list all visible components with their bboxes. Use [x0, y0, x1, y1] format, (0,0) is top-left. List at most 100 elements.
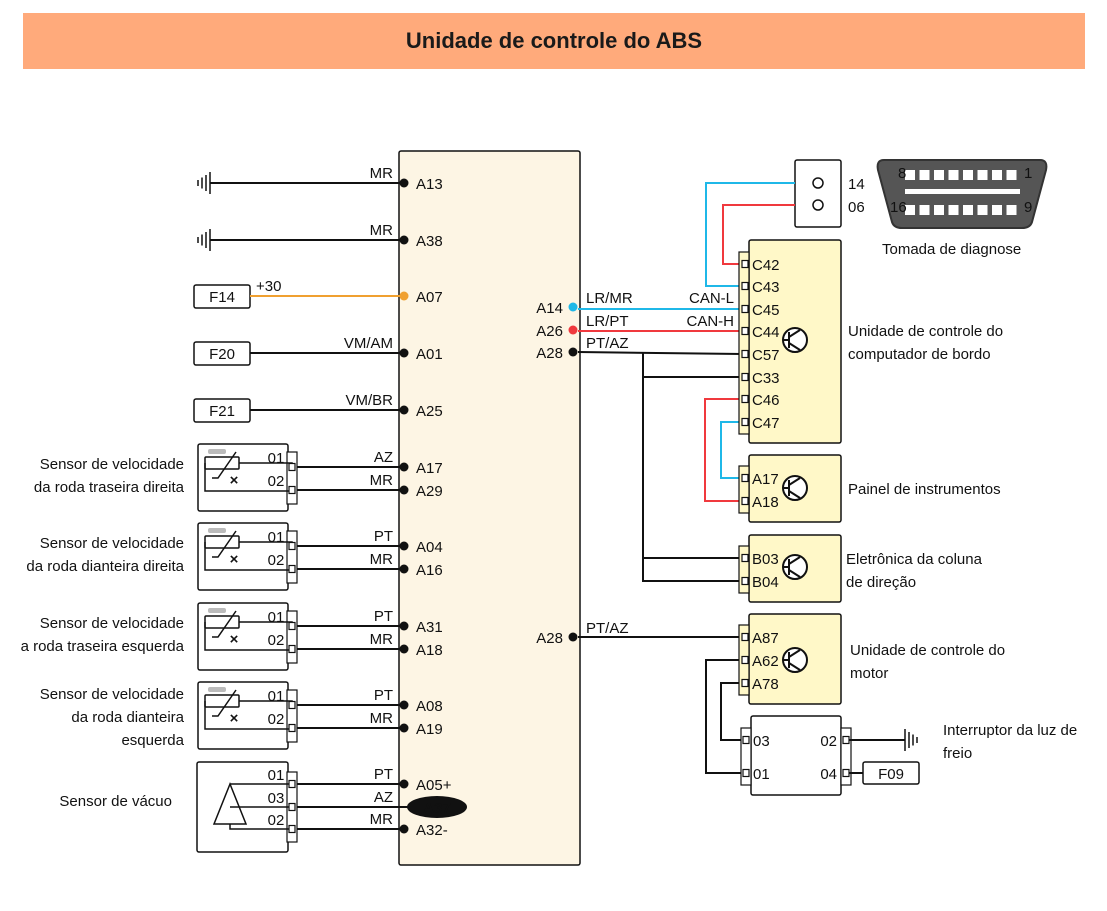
- plug-pin: [812, 177, 824, 189]
- brake-switch-wire: [705, 659, 746, 774]
- connector-pin: [741, 417, 749, 427]
- module-pin-label: C46: [752, 392, 780, 409]
- module-pin-label: C42: [752, 257, 780, 274]
- pin-dot: [399, 644, 409, 654]
- module-label: freio: [943, 745, 972, 762]
- can-high-wire: [704, 398, 742, 502]
- obd-pin: [963, 205, 973, 215]
- obd-pin-number: 9: [1024, 199, 1032, 216]
- connector-pin: [288, 621, 296, 631]
- pin-dot: [399, 235, 409, 245]
- ecu-pin-label: A38: [416, 233, 443, 250]
- ecu-pin-label: A07: [416, 289, 443, 306]
- obd-pin: [919, 205, 930, 215]
- sensor-label: a roda traseira esquerda: [21, 638, 185, 655]
- pin-dot: [399, 824, 409, 834]
- sensor-element-icon: [204, 456, 240, 470]
- ecu-pin-label: A19: [416, 721, 443, 738]
- pin-dot: [399, 779, 409, 789]
- connector-pin: [741, 394, 749, 404]
- connector-pin: [288, 824, 296, 834]
- connector-pin: [741, 326, 749, 336]
- transistor-icon: [788, 490, 801, 499]
- module-pin-label: C43: [752, 279, 780, 296]
- connector-pin: [288, 723, 296, 733]
- connector-pin: [288, 485, 296, 495]
- module-label: motor: [850, 665, 888, 682]
- ecu-pin-label: A29: [416, 483, 443, 500]
- sensor-pin-number: 01: [268, 529, 285, 546]
- connector-pin: [288, 802, 296, 812]
- sensor-pin-number: 01: [268, 450, 285, 467]
- module-pin-label: C57: [752, 347, 780, 364]
- obd-pin: [977, 205, 988, 215]
- connector-pin: [288, 541, 296, 551]
- sensor-pin-number: 02: [268, 812, 285, 829]
- sensor-element-icon: [204, 535, 240, 549]
- wire-label: AZ: [374, 449, 393, 466]
- transistor-icon: [788, 329, 801, 338]
- sensor-element-icon: [212, 530, 237, 558]
- sensor-label: esquerda: [121, 732, 184, 749]
- sensor-pin-number: 02: [268, 632, 285, 649]
- connector-pin: [741, 349, 749, 359]
- obd-pin: [977, 170, 988, 180]
- pin-dot: [399, 462, 409, 472]
- pin-dot: [399, 621, 409, 631]
- obd-pin-number: 8: [898, 165, 906, 182]
- ecu-pin-label: A26: [536, 323, 563, 340]
- obd-slot: [905, 189, 1020, 194]
- obd-pin: [934, 205, 944, 215]
- ground-wire: [577, 351, 743, 355]
- sensor-label: Sensor de vácuo: [59, 793, 172, 810]
- switch-pin-label: 02: [820, 733, 837, 750]
- module-label: Unidade de controle do: [848, 323, 1003, 340]
- wire-label: LR/MR: [586, 290, 633, 307]
- module-label: Interruptor da luz de: [943, 722, 1077, 739]
- sensor-indicator: [208, 608, 226, 613]
- pin-dot: [399, 178, 409, 188]
- pin-dot: [399, 700, 409, 710]
- pin-dot: [399, 723, 409, 733]
- connector-pin: [288, 779, 296, 789]
- pin-dot: [399, 485, 409, 495]
- wire-label: MR: [370, 222, 393, 239]
- ground-wire: [642, 352, 742, 582]
- sensor-connector: [286, 689, 298, 743]
- connector-pin: [741, 473, 749, 483]
- transistor-icon: [788, 477, 801, 486]
- connector-pin: [842, 735, 850, 745]
- pin-dot: [399, 291, 409, 301]
- cross-icon: ×: [230, 631, 239, 648]
- sensor-wire: [204, 622, 292, 651]
- title-bar: Unidade de controle do ABS: [23, 13, 1085, 69]
- ecu-pin-label: A17: [416, 460, 443, 477]
- wire-label: PT/AZ: [586, 620, 629, 637]
- sensor-label: Sensor de velocidade: [40, 615, 184, 632]
- abs-control-unit: [398, 150, 581, 866]
- plug-pin-label: 06: [848, 199, 865, 216]
- module-pin-label: A78: [752, 676, 779, 693]
- sensor-indicator: [208, 449, 226, 454]
- module-pin-label: C45: [752, 302, 780, 319]
- sensor-label: Sensor de velocidade: [40, 456, 184, 473]
- sensor-wire: [204, 542, 292, 571]
- connector-pin: [842, 768, 850, 778]
- sensor-element-icon: [212, 610, 237, 638]
- sensor-pin-number: 02: [268, 473, 285, 490]
- sensor-element-icon: [204, 615, 240, 629]
- bus-label: CAN-L: [689, 290, 734, 307]
- module-pin-label: B04: [752, 574, 779, 591]
- transistor-icon: [788, 556, 801, 565]
- connector-pin: [288, 564, 296, 574]
- can-low-wire: [705, 182, 795, 287]
- module-label: de direção: [846, 574, 916, 591]
- module-pin-label: C44: [752, 324, 780, 341]
- sensor-label: Sensor de velocidade: [40, 686, 184, 703]
- pin-dot: [568, 347, 578, 357]
- pin-dot: [399, 405, 409, 415]
- fuse-F09: [862, 761, 920, 785]
- connector-pin: [741, 553, 749, 563]
- fuse-label: F14: [209, 289, 235, 306]
